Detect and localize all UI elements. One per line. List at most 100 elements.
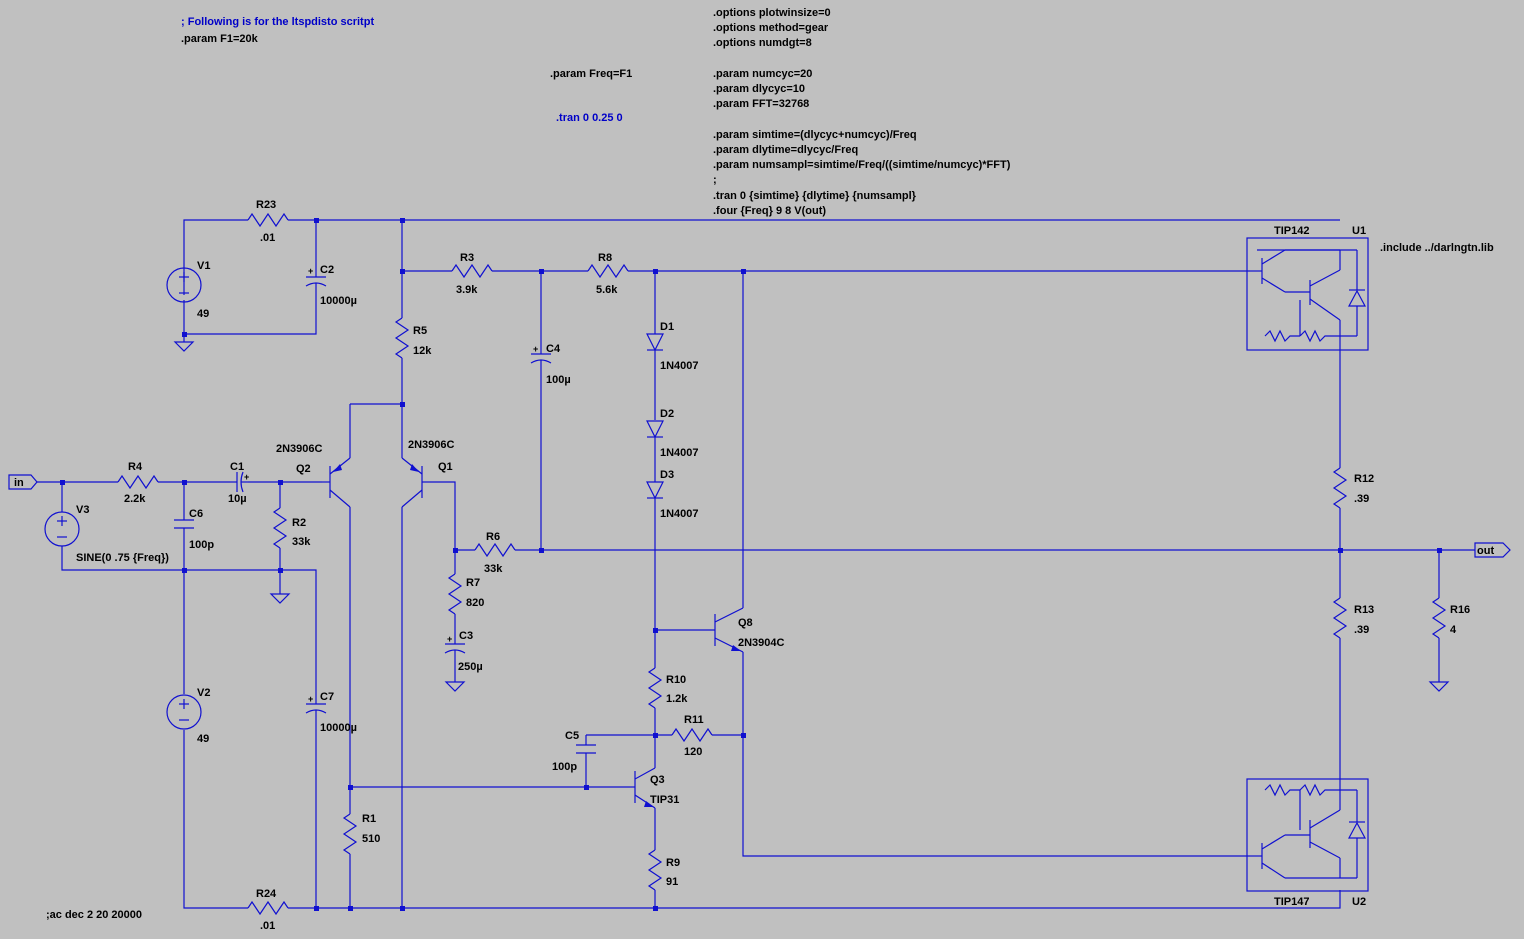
directive-options-3: .options numdgt=8 [713, 37, 812, 49]
label-C2-name: C2 [320, 264, 334, 276]
label-R5-name: R5 [413, 325, 427, 337]
label-C6-value: 100p [189, 539, 214, 551]
port-in[interactable]: in [8, 474, 38, 490]
capacitor-C6[interactable] [174, 519, 194, 529]
label-R6-name: R6 [486, 531, 500, 543]
resistor-R3[interactable] [451, 263, 493, 279]
ground-icon [444, 681, 466, 692]
directive-param-b-6: .four {Freq} 9 8 V(out) [713, 205, 826, 217]
darlington-U2[interactable] [1246, 778, 1369, 892]
transistor-Q3[interactable] [630, 767, 656, 809]
directive-param-b-5: .tran 0 {simtime} {dlytime} {numsampl} [713, 190, 917, 202]
ground-icon [1428, 681, 1450, 692]
label-R4-value: 2.2k [124, 493, 146, 505]
label-R13-value: .39 [1354, 624, 1369, 636]
label-R2-name: R2 [292, 517, 306, 529]
label-D2-value: 1N4007 [660, 447, 699, 459]
label-R24-value: .01 [260, 920, 275, 932]
transistor-Q8[interactable] [714, 607, 744, 653]
label-Q1-name: Q1 [438, 461, 453, 473]
label-C3-value: 250µ [458, 661, 483, 673]
resistor-R11[interactable] [671, 727, 713, 743]
capacitor-C5[interactable] [576, 744, 596, 754]
resistor-R13[interactable] [1332, 597, 1348, 639]
label-R8-name: R8 [598, 252, 612, 264]
resistor-R6[interactable] [474, 542, 516, 558]
resistor-R23[interactable] [247, 212, 289, 228]
label-R12-value: .39 [1354, 493, 1369, 505]
resistor-R16[interactable] [1431, 597, 1447, 639]
label-C1-name: C1 [230, 461, 244, 473]
voltage-source-V3[interactable] [44, 511, 80, 547]
label-Q2-value: 2N3906C [276, 443, 323, 455]
label-U1-name: U1 [1352, 225, 1366, 237]
label-V2-name: V2 [197, 687, 210, 699]
spice-directives[interactable]: ; Following is for the ltspdisto scritpt… [46, 7, 1494, 921]
capacitor-C7[interactable]: + [305, 694, 327, 718]
voltage-source-V1[interactable] [166, 267, 202, 303]
diode-D3[interactable] [646, 481, 664, 500]
label-C4-value: 100µ [546, 374, 571, 386]
transistor-Q1[interactable] [401, 457, 430, 508]
resistor-R8[interactable] [587, 263, 629, 279]
diode-D1[interactable] [646, 333, 664, 352]
resistor-R7[interactable] [447, 573, 463, 615]
resistor-R10[interactable] [647, 667, 663, 709]
label-R3-name: R3 [460, 252, 474, 264]
label-D3-name: D3 [660, 469, 674, 481]
label-V1-value: 49 [197, 308, 209, 320]
diode-D2[interactable] [646, 420, 664, 439]
label-R1-value: 510 [362, 833, 380, 845]
label-Q3-value: TIP31 [650, 794, 679, 806]
port-out[interactable]: out [1474, 542, 1511, 558]
label-Q3-name: Q3 [650, 774, 665, 786]
label-D3-value: 1N4007 [660, 508, 699, 520]
resistor-R2[interactable] [272, 507, 288, 549]
darlington-U1[interactable] [1246, 237, 1369, 351]
capacitor-C3[interactable]: + [444, 634, 466, 655]
label-R10-name: R10 [666, 674, 686, 686]
directive-comment: ; Following is for the ltspdisto scritpt [181, 16, 374, 28]
directive-ac: ;ac dec 2 20 20000 [46, 909, 142, 921]
ground-symbols [173, 341, 1450, 692]
resistor-R4[interactable] [117, 474, 159, 490]
label-R6-value: 33k [484, 563, 503, 575]
label-R9-name: R9 [666, 857, 680, 869]
label-V3-value: SINE(0 .75 {Freq}) [76, 552, 169, 564]
label-R12-name: R12 [1354, 473, 1374, 485]
label-R3-value: 3.9k [456, 284, 478, 296]
label-R16-name: R16 [1450, 604, 1470, 616]
label-R8-value: 5.6k [596, 284, 618, 296]
directive-options-2: .options method=gear [713, 22, 829, 34]
directive-include: .include ../darlngtn.lib [1380, 242, 1494, 254]
resistor-R5[interactable] [394, 317, 410, 359]
label-D1-value: 1N4007 [660, 360, 699, 372]
directive-param-b-1: .param simtime=(dlycyc+numcyc)/Freq [713, 129, 917, 141]
label-C7-value: 10000µ [320, 722, 357, 734]
directive-param-a-2: .param dlycyc=10 [713, 83, 805, 95]
capacitor-C2[interactable]: + [305, 266, 327, 290]
label-R5-value: 12k [413, 345, 432, 357]
resistor-R12[interactable] [1332, 467, 1348, 509]
label-D2-name: D2 [660, 408, 674, 420]
directive-param-b-4: ; [713, 174, 717, 186]
transistor-Q2[interactable] [322, 457, 351, 508]
component-labels: R23 .01 R24 .01 V1 49 V2 49 V3 SINE(0 .7… [76, 199, 1470, 932]
ground-icon [269, 593, 291, 604]
label-C1-value: 10µ [228, 493, 247, 505]
directive-param-b-3: .param numsampl=simtime/Freq/((simtime/n… [713, 159, 1011, 171]
resistor-R24[interactable] [247, 900, 289, 916]
label-V3-name: V3 [76, 504, 89, 516]
resistor-R1[interactable] [342, 813, 358, 855]
svg-text:+: + [308, 266, 313, 276]
capacitor-C1[interactable]: + [230, 471, 249, 493]
resistor-R9[interactable] [647, 849, 663, 891]
directive-param-b-2: .param dlytime=dlycyc/Freq [713, 144, 858, 156]
ground-icon [173, 341, 195, 352]
label-Q8-value: 2N3904C [738, 637, 785, 649]
voltage-source-V2[interactable] [166, 694, 202, 730]
label-R2-value: 33k [292, 536, 311, 548]
capacitor-C4[interactable]: + [530, 344, 552, 365]
svg-text:in: in [14, 477, 24, 489]
